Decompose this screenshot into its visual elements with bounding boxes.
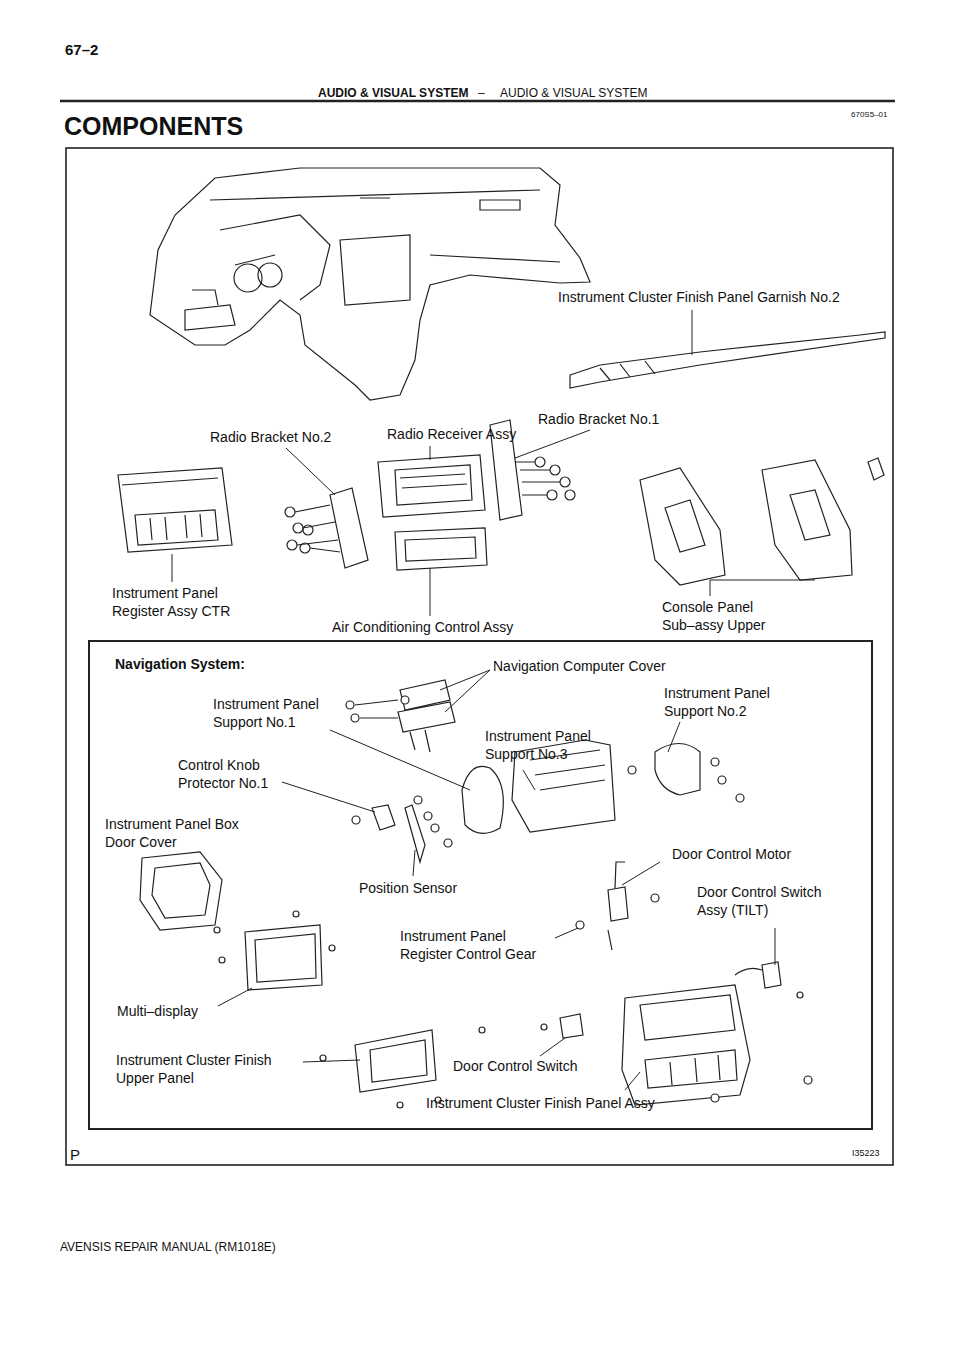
footer: AVENSIS REPAIR MANUAL (RM1018E)	[60, 1240, 276, 1256]
part-name: Instrument Cluster Finish Panel Garnish …	[558, 288, 840, 306]
part-name: Console Panel Sub–assy Upper	[662, 598, 787, 634]
part-name: Radio Receiver Assy	[387, 425, 516, 443]
part-name: Instrument Panel Register Assy CTR	[112, 584, 247, 620]
part-name: Instrument Panel Support No.3	[485, 727, 610, 763]
part-name: Control Knob Protector No.1	[178, 756, 296, 792]
ref-code: 670S5–01	[851, 110, 887, 120]
page-number: 67–2	[65, 40, 98, 60]
part-name: Door Control Motor	[672, 845, 791, 863]
part-name: Instrument Panel Register Control Gear	[400, 927, 558, 963]
part-name: Radio Bracket No.1	[538, 410, 659, 428]
part-name: Door Control Switch	[453, 1057, 578, 1075]
subsection-title: AUDIO & VISUAL SYSTEM	[500, 86, 648, 102]
part-name: Navigation Computer Cover	[493, 657, 666, 675]
page-title: COMPONENTS	[64, 112, 243, 141]
part-name: Instrument Cluster Finish Panel Assy	[426, 1094, 655, 1112]
part-name: Instrument Cluster Finish Upper Panel	[116, 1051, 298, 1087]
part-name: Instrument Panel Support No.2	[664, 684, 789, 720]
part-name: Door Control Switch Assy (TILT)	[697, 883, 849, 919]
separator: –	[478, 86, 485, 102]
section-title: AUDIO & VISUAL SYSTEM	[318, 86, 468, 102]
part-name: Position Sensor	[359, 879, 457, 897]
section-heading: Navigation System:	[115, 656, 245, 672]
part-name: Instrument Panel Support No.1	[213, 695, 338, 731]
part-name: Instrument Panel Box Door Cover	[105, 815, 260, 851]
part-name: Air Conditioning Control Assy	[332, 618, 513, 636]
part-name: Radio Bracket No.2	[210, 428, 331, 446]
part-name: Multi–display	[117, 1002, 198, 1020]
page-mark: P	[70, 1145, 80, 1165]
figure-id: I35223	[852, 1148, 880, 1160]
